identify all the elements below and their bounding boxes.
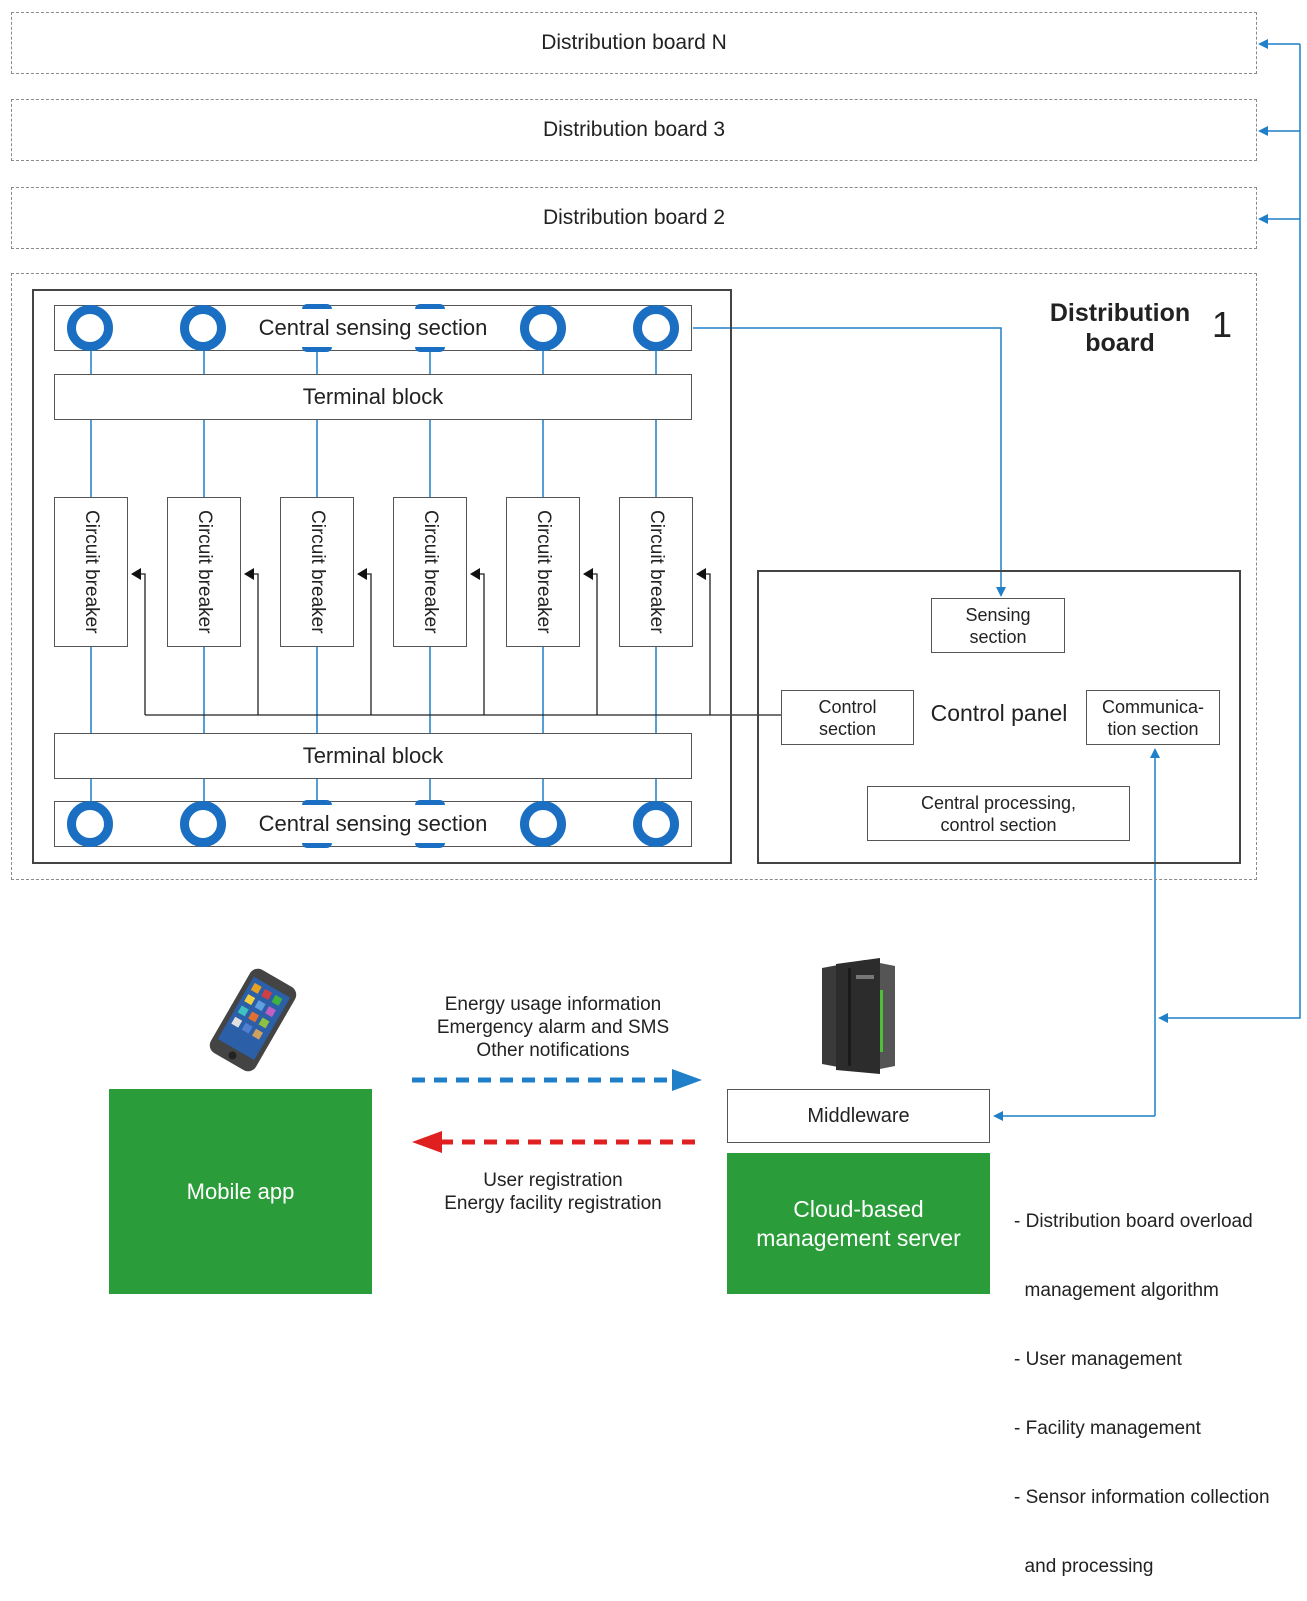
current-sensor-icon <box>302 843 332 848</box>
distribution-board-1 <box>11 273 1257 880</box>
distribution-board-n: Distribution board N <box>11 12 1257 74</box>
flow-note: Energy facility registration <box>444 1193 662 1214</box>
circuit-breaker: Circuit breaker <box>54 497 128 647</box>
server-feature: and processing <box>1014 1556 1154 1577</box>
mobile-app-label: Mobile app <box>186 1178 295 1204</box>
control-panel <box>757 570 1241 864</box>
mobile-app-box: Mobile app <box>109 1089 372 1294</box>
server-feature: - Facility management <box>1014 1418 1201 1439</box>
central-processing-section: Central processing, control section <box>867 786 1130 841</box>
server-feature: - User management <box>1014 1349 1182 1370</box>
current-sensor-icon <box>415 347 445 352</box>
board-1-title-line2: board <box>1085 329 1155 357</box>
flow-to-app-notes: User registration Energy facility regist… <box>398 1169 708 1215</box>
signal-lines <box>693 39 1301 1121</box>
flow-to-server-notes: Energy usage information Emergency alarm… <box>398 993 708 1062</box>
distribution-board-3-label: Distribution board 3 <box>542 118 726 141</box>
communication-section-line1: Communica- <box>1101 696 1205 717</box>
circuit-breaker: Circuit breaker <box>506 497 580 647</box>
flow-note: Other notifications <box>476 1040 630 1061</box>
terminal-block-top: Terminal block <box>54 374 692 420</box>
board-1-title-line1: Distribution <box>1049 299 1191 327</box>
flow-arrow-to-server <box>412 1069 702 1091</box>
distribution-board-1-number: 1 <box>1212 304 1233 345</box>
server-feature: - Distribution board overload <box>1014 1211 1253 1232</box>
control-panel-title: Control panel <box>930 700 1068 726</box>
distribution-board-2: Distribution board 2 <box>11 187 1257 249</box>
circuit-breaker-label: Circuit breaker <box>420 510 441 634</box>
flow-note: Energy usage information <box>444 994 662 1015</box>
current-sensor-icon <box>180 305 226 351</box>
terminal-block-label-top: Terminal block <box>302 384 444 409</box>
current-sensor-icon <box>302 304 332 309</box>
sensing-section-line1: Sensing <box>965 604 1031 625</box>
breaker-enclosure <box>32 289 732 864</box>
control-lines <box>131 568 781 716</box>
current-sensor-icon <box>520 305 566 351</box>
current-sensor-icon <box>67 305 113 351</box>
circuit-breaker: Circuit breaker <box>167 497 241 647</box>
circuit-breaker: Circuit breaker <box>393 497 467 647</box>
flow-arrow-to-app <box>412 1131 703 1153</box>
current-sensor-icon <box>67 801 113 847</box>
flow-note: User registration <box>483 1170 623 1191</box>
terminal-block-bottom: Terminal block <box>54 733 692 779</box>
circuit-breaker-label: Circuit breaker <box>194 510 215 634</box>
terminal-block-label-bottom: Terminal block <box>302 743 444 768</box>
central-sensing-section-bottom: Central sensing section <box>54 801 692 847</box>
middleware-box: Middleware <box>727 1089 990 1143</box>
cloud-server-line1: Cloud-based <box>793 1195 924 1222</box>
central-sensing-label-top: Central sensing section <box>258 315 488 340</box>
cloud-server-box: Cloud-based management server <box>727 1153 990 1294</box>
control-section-line2: section <box>818 718 877 739</box>
circuit-breaker-label: Circuit breaker <box>307 510 328 634</box>
distribution-board-2-label: Distribution board 2 <box>542 206 726 229</box>
current-sensor-icon <box>415 843 445 848</box>
central-sensing-label-bottom: Central sensing section <box>258 811 488 836</box>
distribution-board-n-label: Distribution board N <box>541 31 727 54</box>
central-processing-line2: control section <box>940 814 1057 835</box>
central-sensing-section-top: Central sensing section <box>54 305 692 351</box>
sensing-section: Sensing section <box>931 598 1065 653</box>
sensing-section-line2: section <box>969 626 1027 647</box>
server-feature: - Sensor information collection <box>1014 1487 1270 1508</box>
current-sensor-icon <box>180 801 226 847</box>
distribution-board-1-title: Distribution board <box>1030 298 1210 358</box>
circuit-breaker: Circuit breaker <box>280 497 354 647</box>
flow-note: Emergency alarm and SMS <box>436 1017 670 1038</box>
communication-section: Communica- tion section <box>1086 690 1220 745</box>
cloud-server-line2: management server <box>756 1224 961 1251</box>
communication-section-line2: tion section <box>1107 718 1199 739</box>
current-sensor-icon <box>520 801 566 847</box>
server-feature-list: - Distribution board overload management… <box>1014 1164 1304 1601</box>
current-sensor-icon <box>415 304 445 309</box>
control-section: Control section <box>781 690 914 745</box>
server-feature: management algorithm <box>1014 1280 1219 1301</box>
middleware-label: Middleware <box>807 1104 910 1127</box>
current-sensor-icon <box>302 347 332 352</box>
control-section-line1: Control <box>818 696 877 717</box>
circuit-breaker-label: Circuit breaker <box>646 510 667 634</box>
circuit-breaker: Circuit breaker <box>619 497 693 647</box>
circuit-breaker-label: Circuit breaker <box>533 510 554 634</box>
current-sensor-icon <box>633 801 679 847</box>
distribution-board-3: Distribution board 3 <box>11 99 1257 161</box>
circuit-breaker-label: Circuit breaker <box>81 510 102 634</box>
central-processing-line1: Central processing, <box>920 792 1077 813</box>
current-sensor-icon <box>415 800 445 805</box>
current-sensor-icon <box>633 305 679 351</box>
current-sensor-icon <box>302 800 332 805</box>
